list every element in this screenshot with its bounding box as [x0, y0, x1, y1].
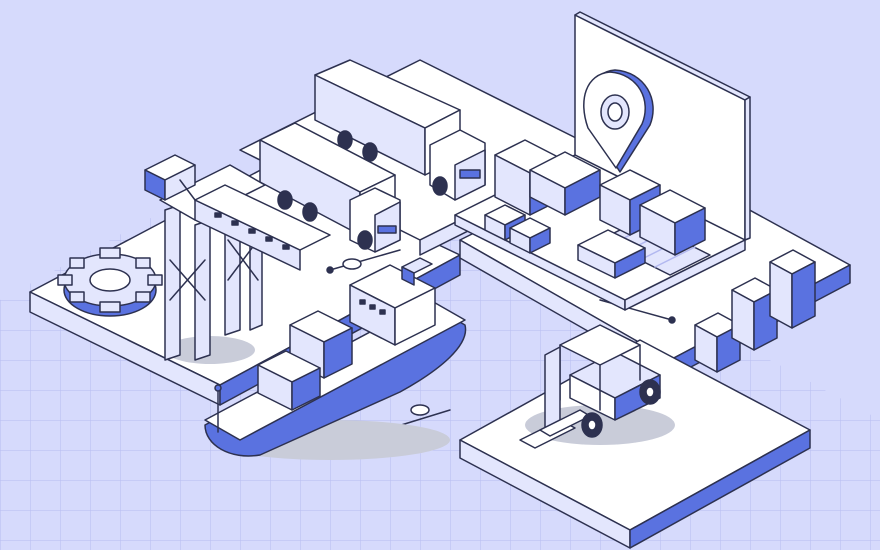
forklift-icon — [519, 324, 675, 449]
map-pin-icon — [583, 69, 654, 173]
gear-icon — [57, 247, 163, 317]
cargo-boxes-icon — [484, 139, 706, 279]
bar-chart-icon — [694, 249, 816, 373]
delivery-truck-icon — [259, 59, 486, 253]
gantry-crane-icon — [144, 154, 331, 364]
cargo-ship-icon — [204, 257, 467, 460]
